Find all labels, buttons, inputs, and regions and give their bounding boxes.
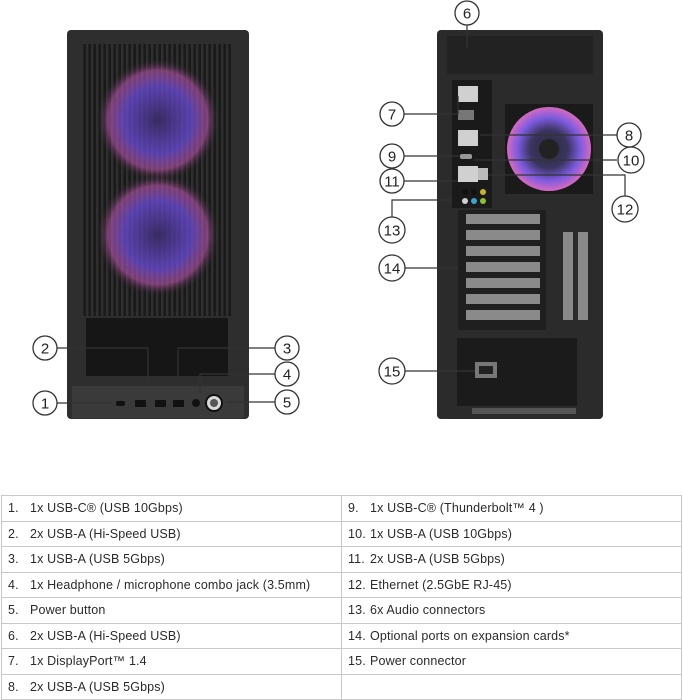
port-cell: 6.2x USB-A (Hi-Speed USB)	[1, 622, 342, 649]
svg-text:13: 13	[384, 223, 401, 240]
callout-13: 13	[378, 216, 406, 244]
port-cell: 13.6x Audio connectors	[341, 597, 682, 624]
callout-12: 12	[611, 195, 639, 223]
front-usb-a-port-3	[173, 400, 184, 407]
callout-2: 2	[32, 335, 58, 361]
callout-4: 4	[274, 361, 300, 387]
rear-ethernet	[478, 168, 488, 180]
port-cell: 8.2x USB-A (USB 5Gbps)	[1, 673, 342, 700]
callout-6: 6	[454, 0, 480, 26]
pc-diagram: 1 2 3 4 5 6 7 8 9 10 11 12 13 14 15	[32, 0, 645, 419]
svg-text:9: 9	[388, 149, 396, 166]
table-row: 6.2x USB-A (Hi-Speed USB) 14.Optional po…	[1, 622, 682, 649]
rear-audio-connectors	[462, 189, 486, 204]
svg-text:1: 1	[41, 396, 49, 413]
table-row: 1.1x USB-C® (USB 10Gbps) 9.1x USB-C® (Th…	[1, 495, 682, 522]
table-row: 5.Power button 13.6x Audio connectors	[1, 597, 682, 624]
front-usb-c-port	[116, 401, 125, 406]
callout-lines	[57, 25, 626, 404]
front-usb-a-port-2	[155, 400, 166, 407]
port-cell: 3.1x USB-A (USB 5Gbps)	[1, 546, 342, 573]
port-cell: 14.Optional ports on expansion cards*	[341, 622, 682, 649]
expansion-slots	[458, 210, 546, 330]
callout-7: 7	[379, 101, 405, 127]
front-audio-jack	[192, 399, 200, 407]
rear-top-plate	[447, 36, 593, 74]
svg-text:2: 2	[41, 341, 49, 358]
port-cell: 9.1x USB-C® (Thunderbolt™ 4 )	[341, 495, 682, 522]
callout-5: 5	[274, 389, 300, 415]
svg-text:5: 5	[283, 395, 291, 412]
svg-text:7: 7	[388, 107, 396, 124]
callouts: 1 2 3 4 5 6 7 8 9 10 11 12 13 14 15	[32, 0, 645, 416]
table-row: 7.1x DisplayPort™ 1.4 15.Power connector	[1, 648, 682, 675]
svg-text:6: 6	[463, 6, 471, 23]
front-usb-a-port-1	[135, 400, 146, 407]
rear-usb-a-top	[458, 86, 478, 102]
callout-14: 14	[378, 254, 406, 282]
callout-8: 8	[616, 122, 642, 148]
table-row: 4.1x Headphone / microphone combo jack (…	[1, 571, 682, 598]
port-cell: 4.1x Headphone / microphone combo jack (…	[1, 571, 342, 598]
svg-text:8: 8	[625, 128, 633, 145]
port-cell: 11.2x USB-A (USB 5Gbps)	[341, 546, 682, 573]
front-fan-bottom	[96, 173, 220, 297]
rear-usb-a-mid	[458, 130, 478, 146]
svg-text:4: 4	[283, 367, 291, 384]
front-fan-top	[96, 58, 220, 182]
svg-text:14: 14	[384, 261, 401, 278]
rear-usb-a-low	[458, 166, 478, 182]
svg-text:12: 12	[617, 202, 634, 219]
ports-legend-table: 1.1x USB-C® (USB 10Gbps) 9.1x USB-C® (Th…	[1, 495, 682, 700]
rear-usb-c	[460, 154, 472, 159]
callout-11: 11	[379, 168, 405, 194]
port-cell: 7.1x DisplayPort™ 1.4	[1, 648, 342, 675]
port-cell	[341, 673, 682, 700]
table-row: 2.2x USB-A (Hi-Speed USB) 10.1x USB-A (U…	[1, 520, 682, 547]
callout-10: 10	[617, 146, 645, 174]
port-cell: 15.Power connector	[341, 648, 682, 675]
svg-text:10: 10	[623, 153, 640, 170]
rear-displayport	[458, 110, 474, 120]
port-cell: 12.Ethernet (2.5GbE RJ-45)	[341, 571, 682, 598]
callout-9: 9	[379, 143, 405, 169]
table-row: 8.2x USB-A (USB 5Gbps)	[1, 673, 682, 700]
svg-text:11: 11	[384, 174, 400, 191]
callout-15: 15	[378, 357, 406, 385]
table-row: 3.1x USB-A (USB 5Gbps) 11.2x USB-A (USB …	[1, 546, 682, 573]
port-cell: 2.2x USB-A (Hi-Speed USB)	[1, 520, 342, 547]
svg-text:15: 15	[384, 364, 401, 381]
port-cell: 5.Power button	[1, 597, 342, 624]
svg-text:3: 3	[283, 341, 291, 358]
port-cell: 10.1x USB-A (USB 10Gbps)	[341, 520, 682, 547]
callout-3: 3	[274, 335, 300, 361]
port-cell: 1.1x USB-C® (USB 10Gbps)	[1, 495, 342, 522]
front-view	[67, 30, 249, 419]
rear-view	[437, 30, 603, 419]
front-panel-lower	[86, 318, 228, 376]
callout-1: 1	[32, 390, 58, 416]
